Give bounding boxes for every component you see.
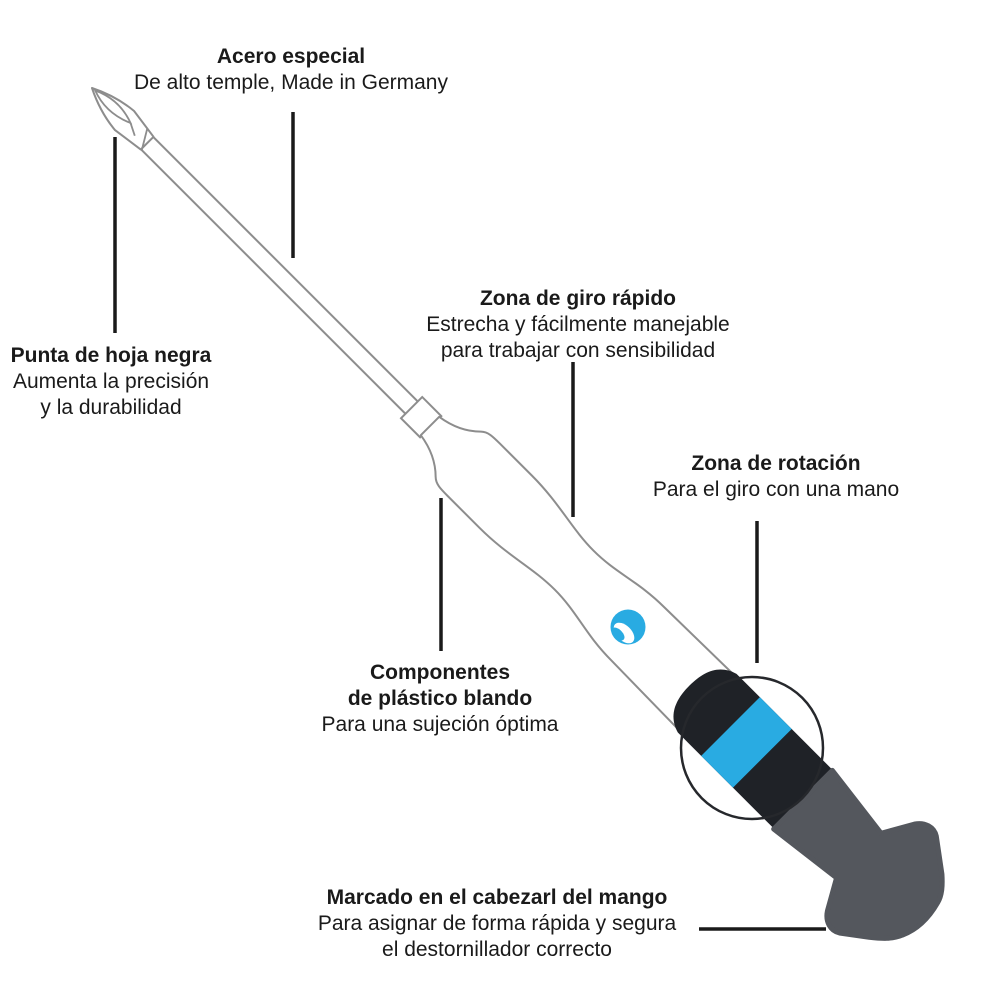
annotation-title: Marcado en el cabezarl del mango xyxy=(326,886,668,909)
annotation-acero-especial: Acero especial De alto temple, Made in G… xyxy=(134,44,448,96)
brand-logo-icon xyxy=(610,609,646,645)
annotation-title: Acero especial xyxy=(216,45,366,68)
annotation-zona-giro-rapido: Zona de giro rápido Estrecha y fácilment… xyxy=(426,286,730,364)
annotation-line: Aumenta la precisión xyxy=(12,370,210,393)
annotation-title: Zona de rotación xyxy=(691,452,861,475)
annotation-line: Para asignar de forma rápida y segura xyxy=(317,912,677,935)
annotation-line: Estrecha y fácilmente manejable xyxy=(426,313,730,336)
annotation-title: Punta de hoja negra xyxy=(10,344,212,367)
annotation-zona-rotacion: Zona de rotación Para el giro con una ma… xyxy=(653,451,899,503)
annotation-line: Para el giro con una mano xyxy=(652,478,900,501)
annotation-componentes-plastico: Componentes de plástico blando Para una … xyxy=(322,660,559,738)
annotation-line: y la durabilidad xyxy=(40,396,182,419)
grip-blue-ring xyxy=(701,697,792,788)
annotation-title: Componentes xyxy=(369,661,511,684)
handle-head xyxy=(771,767,945,941)
phillips-tip-icon xyxy=(91,87,155,151)
annotation-line: para trabajar con sensibilidad xyxy=(440,339,716,362)
tip-flute-edge xyxy=(129,122,136,137)
logo-leaf xyxy=(611,627,625,641)
annotation-line: Para una sujeción óptima xyxy=(321,713,559,736)
zoom-circle xyxy=(679,675,825,821)
annotation-title: de plástico blando xyxy=(347,687,533,710)
annotation-title: Zona de giro rápido xyxy=(479,287,676,310)
annotation-punta-hoja-negra: Punta de hoja negra Aumenta la precisión… xyxy=(11,343,212,421)
screwdriver-illustration xyxy=(91,87,945,941)
annotation-marcado-mango: Marcado en el cabezarl del mango Para as… xyxy=(318,885,676,963)
annotation-line: De alto temple, Made in Germany xyxy=(134,71,448,94)
callout-lines xyxy=(113,112,826,931)
annotation-line: el destornillador correcto xyxy=(382,938,612,961)
tip-transition-line xyxy=(140,128,149,151)
